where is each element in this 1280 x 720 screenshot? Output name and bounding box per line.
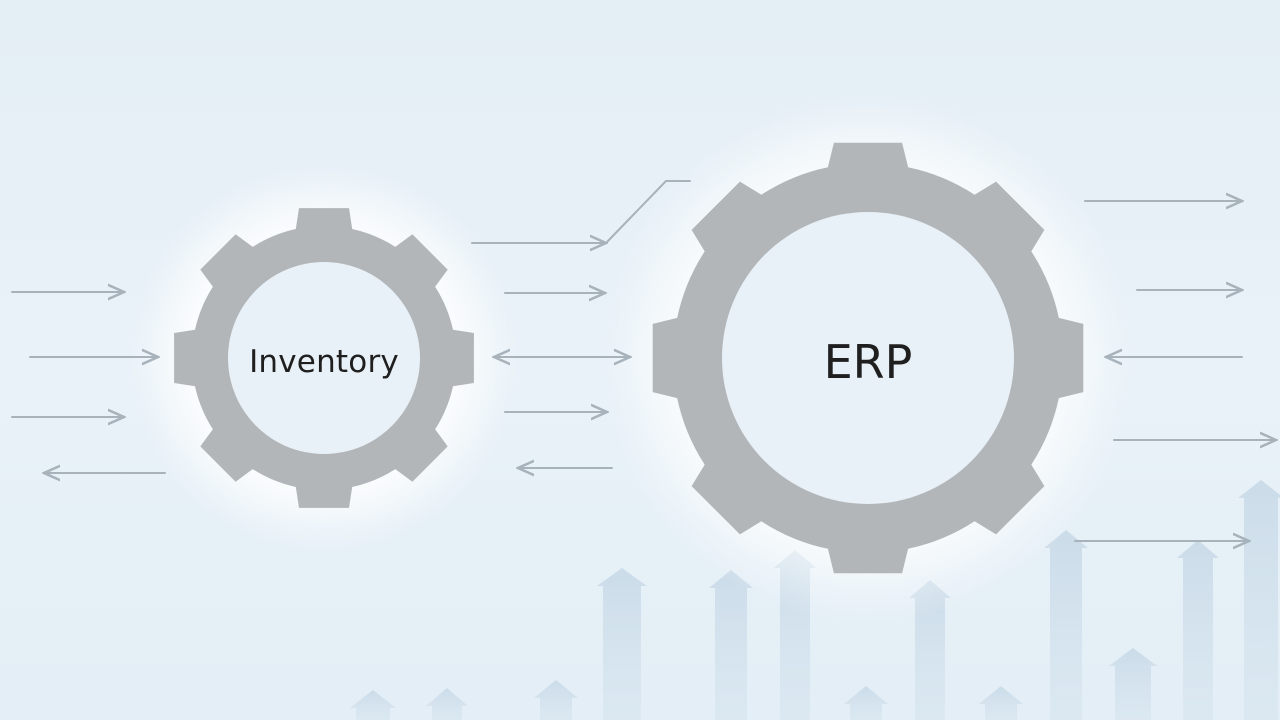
growth-arrow-icon — [1238, 480, 1280, 720]
inventory-gear-icon — [174, 208, 474, 508]
growth-arrow-icon — [979, 686, 1023, 720]
growth-arrow-icon — [844, 686, 888, 720]
erp-gear-icon — [652, 142, 1084, 574]
growth-arrow-icon — [709, 570, 753, 720]
flow-arrows — [11, 180, 1276, 541]
growth-arrow-icon — [350, 690, 396, 720]
growth-arrow-icon — [1177, 540, 1219, 720]
flow-arrow-icon — [605, 180, 667, 244]
erp-gear-label: ERP — [823, 335, 913, 389]
growth-arrow-icon — [1044, 530, 1088, 720]
growth-arrow-icon — [597, 568, 647, 720]
growth-arrow-icon — [426, 688, 468, 720]
growth-arrow-icon — [534, 680, 578, 720]
inventory-gear-label: Inventory — [249, 344, 399, 380]
growth-arrow-icon — [1109, 648, 1157, 720]
